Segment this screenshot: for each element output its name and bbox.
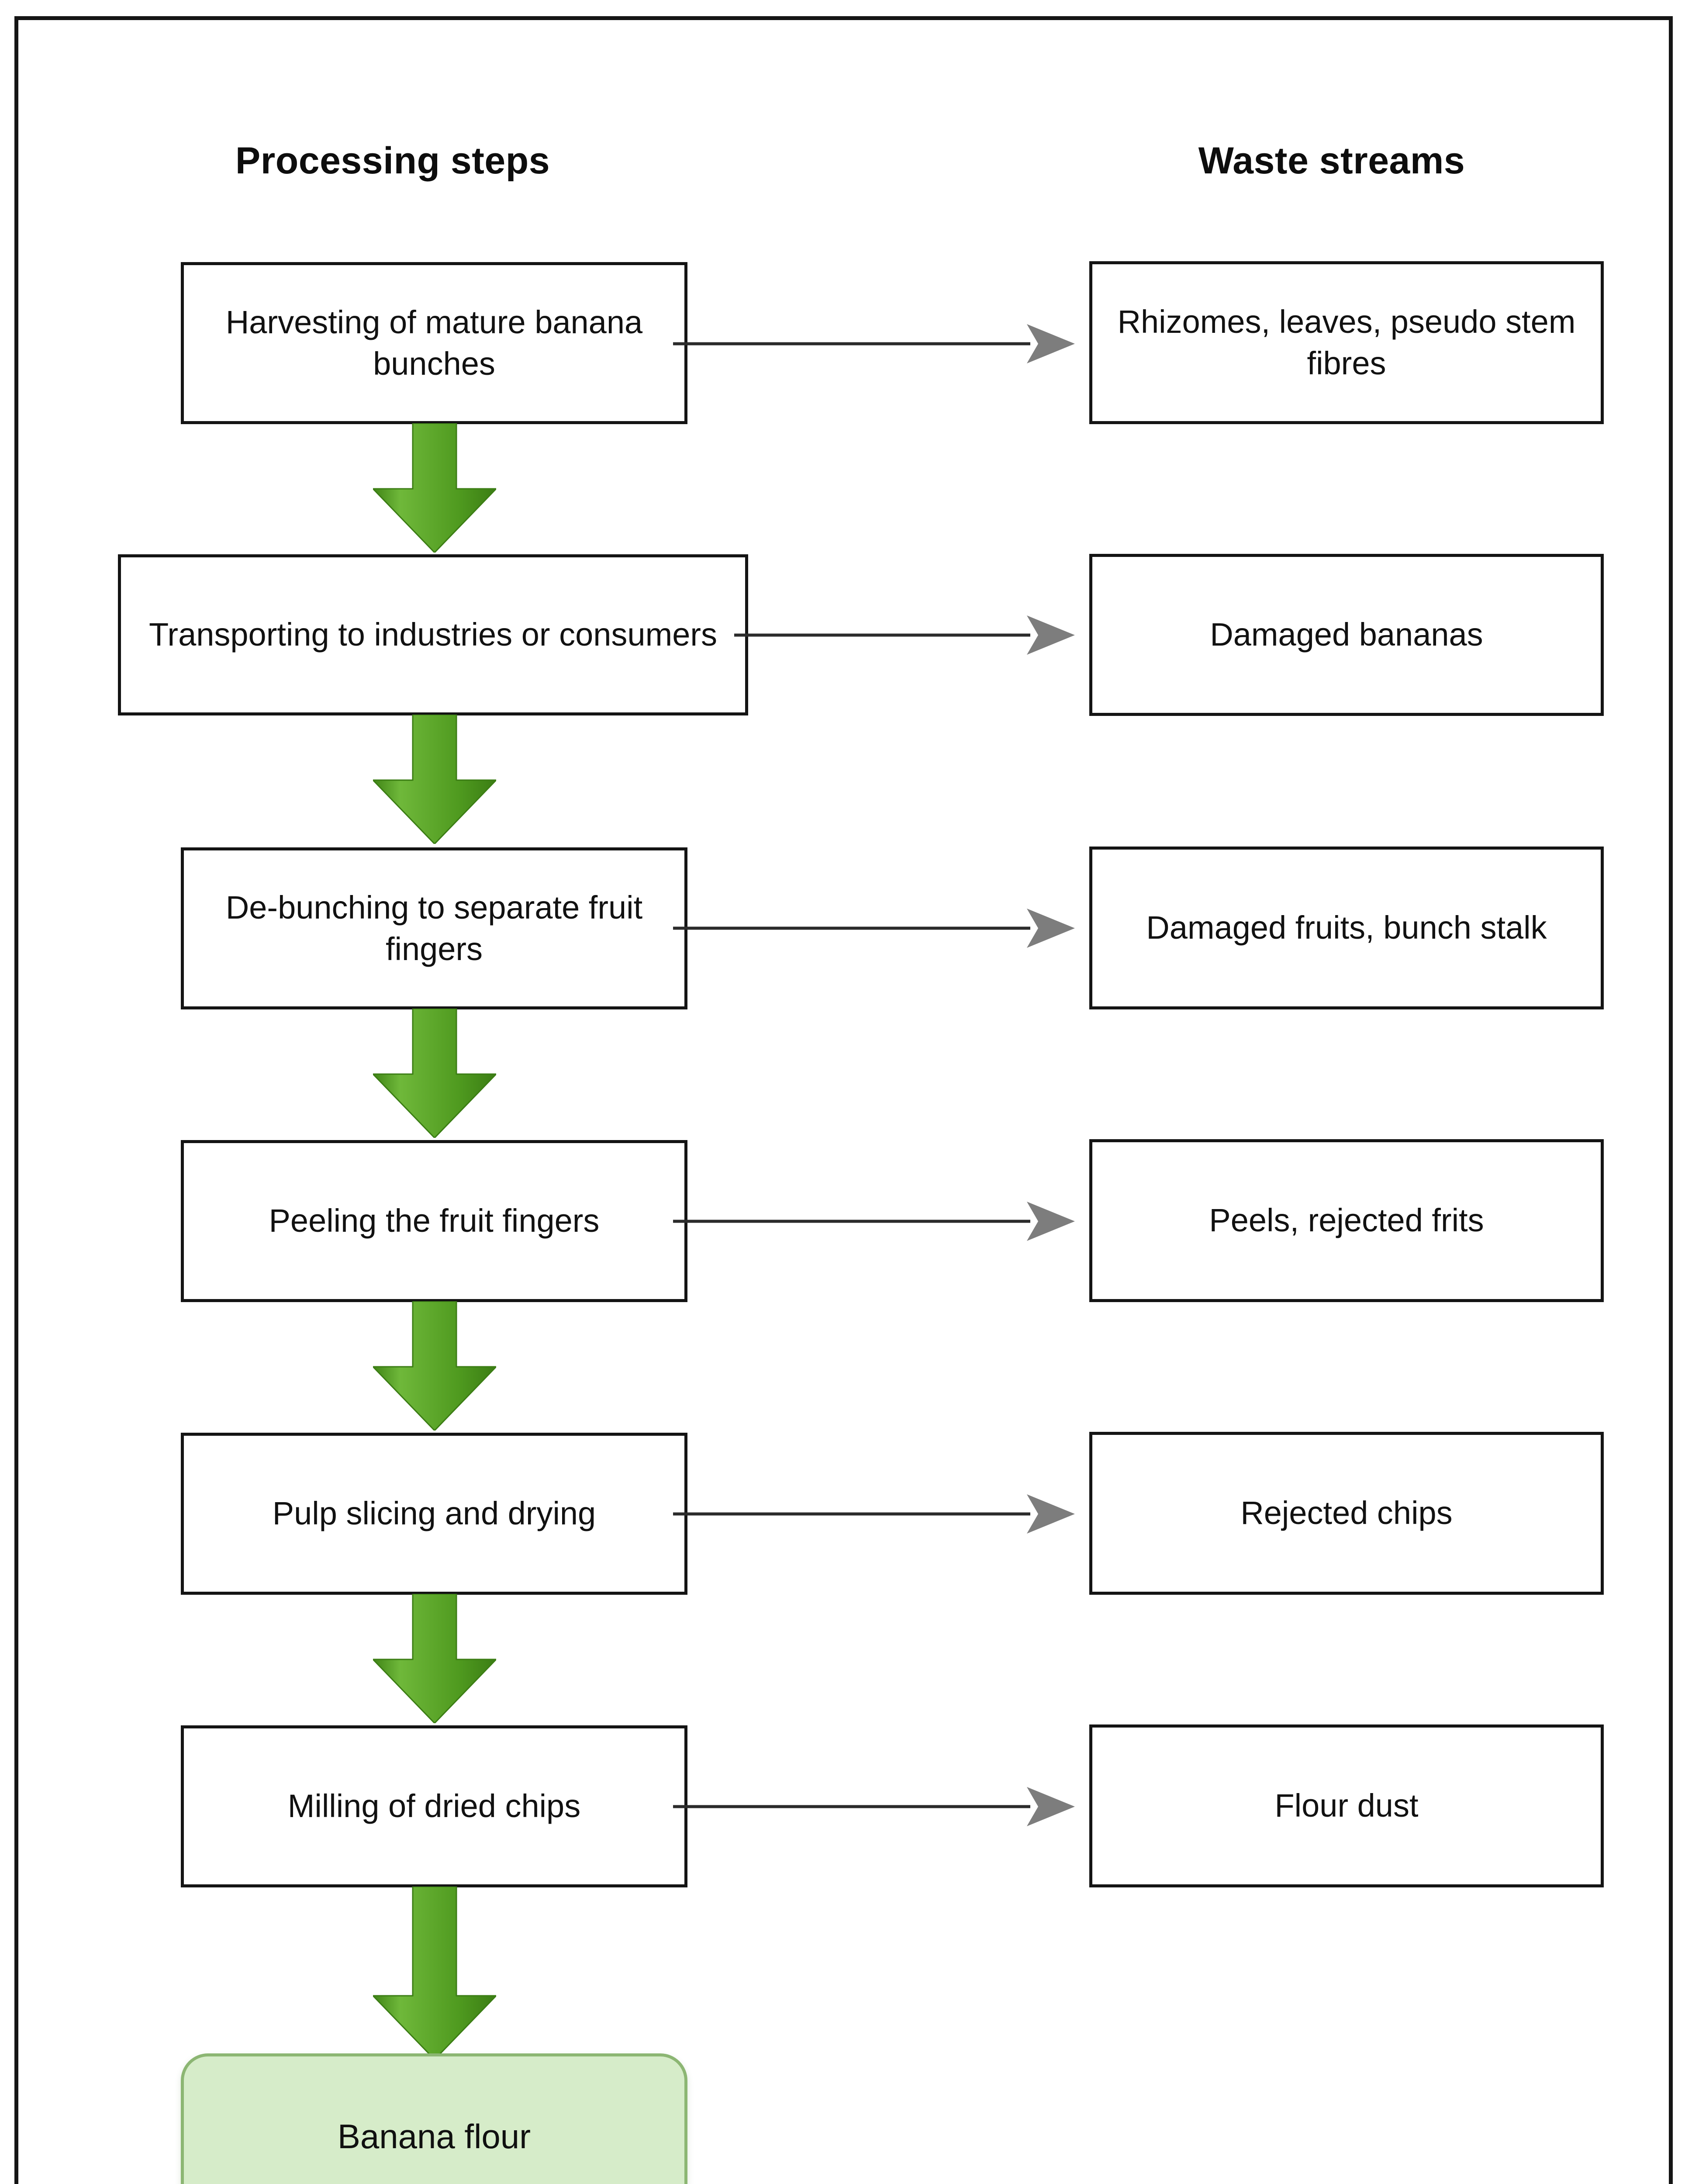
waste-connector-4: [673, 1197, 1075, 1245]
waste-connector-1: [673, 320, 1075, 368]
process-box-3-label: De-bunching to separate fruit fingers: [225, 889, 643, 967]
waste-box-5-label: Rejected chips: [1240, 1495, 1453, 1531]
waste-box-3-label: Damaged fruits, bunch stalk: [1146, 909, 1547, 946]
output-box-label: Banana flour: [337, 2117, 531, 2156]
process-box-6-label: Milling of dried chips: [287, 1788, 581, 1825]
waste-box-5[interactable]: Rejected chips: [1089, 1432, 1604, 1595]
waste-box-1-label: Rhizomes, leaves, pseudo stem fibres: [1117, 303, 1576, 381]
process-box-2[interactable]: Transporting to industries or consumers: [118, 554, 748, 715]
waste-box-6-label: Flour dust: [1274, 1787, 1419, 1824]
process-box-4[interactable]: Peeling the fruit fingers: [181, 1140, 687, 1302]
flow-arrow-5: [373, 1594, 496, 1723]
waste-connector-2: [734, 611, 1075, 659]
process-box-1[interactable]: Harvesting of mature banana bunches: [181, 262, 687, 424]
process-box-1-label: Harvesting of mature banana bunches: [225, 304, 643, 382]
flow-arrow-4: [373, 1301, 496, 1431]
process-box-4-label: Peeling the fruit fingers: [269, 1203, 600, 1239]
process-box-3[interactable]: De-bunching to separate fruit fingers: [181, 847, 687, 1009]
process-box-5-label: Pulp slicing and drying: [272, 1495, 596, 1532]
diagram-frame: Processing steps Waste streams Harvestin…: [14, 16, 1673, 2184]
waste-box-4[interactable]: Peels, rejected frits: [1089, 1139, 1604, 1302]
waste-box-4-label: Peels, rejected frits: [1209, 1202, 1484, 1239]
flow-arrow-1: [373, 423, 496, 553]
column-header-processing-steps: Processing steps: [235, 140, 550, 182]
process-box-2-label: Transporting to industries or consumers: [148, 616, 718, 653]
flow-arrow-2: [373, 715, 496, 844]
waste-box-3[interactable]: Damaged fruits, bunch stalk: [1089, 847, 1604, 1009]
waste-connector-5: [673, 1490, 1075, 1538]
waste-connector-3: [673, 904, 1075, 952]
waste-box-2-label: Damaged bananas: [1210, 616, 1483, 653]
flow-arrow-6: [373, 1887, 496, 2060]
column-header-waste-streams: Waste streams: [1198, 140, 1465, 182]
waste-box-6[interactable]: Flour dust: [1089, 1724, 1604, 1887]
process-box-5[interactable]: Pulp slicing and drying: [181, 1433, 687, 1595]
flow-arrow-3: [373, 1009, 496, 1138]
process-box-6[interactable]: Milling of dried chips: [181, 1725, 687, 1887]
waste-connector-6: [673, 1783, 1075, 1831]
waste-box-1[interactable]: Rhizomes, leaves, pseudo stem fibres: [1089, 261, 1604, 424]
output-box-banana-flour[interactable]: Banana flour: [181, 2053, 687, 2184]
waste-box-2[interactable]: Damaged bananas: [1089, 554, 1604, 716]
